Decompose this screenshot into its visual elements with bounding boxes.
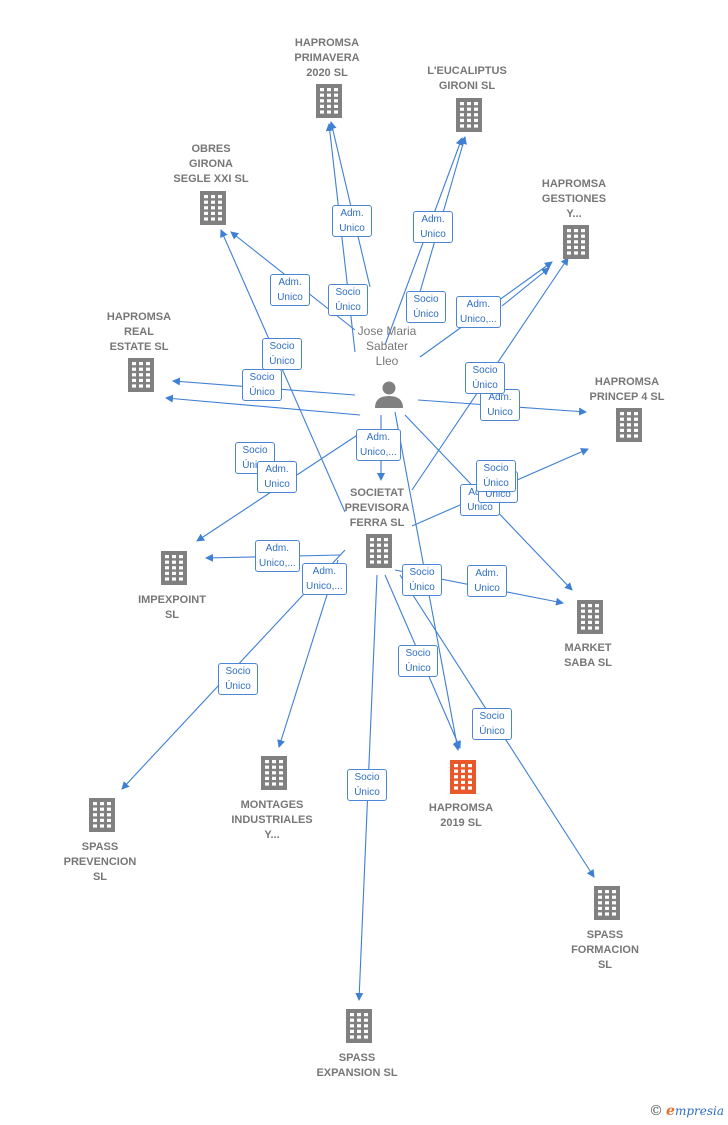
building-icon	[200, 191, 226, 225]
building-icon	[456, 98, 482, 132]
person-name[interactable]: Jose Maria Sabater Lleo	[357, 324, 417, 368]
icons-layer	[89, 84, 642, 1043]
company-label-previsora[interactable]: SOCIETAT PREVISORA FERRA SL	[344, 487, 410, 529]
building-icon	[577, 600, 603, 634]
building-icon	[261, 756, 287, 790]
relation-label[interactable]: Adm. Unico	[332, 205, 372, 237]
relation-label[interactable]: Socio Único	[328, 284, 368, 316]
edge-line	[328, 121, 371, 288]
company-label-market[interactable]: MARKET SABA SL	[564, 642, 612, 669]
edge-line	[220, 229, 346, 513]
relation-label[interactable]: Socio Único	[347, 769, 387, 801]
building-icon	[616, 408, 642, 442]
relation-label[interactable]: Adm. Unico,...	[255, 540, 300, 572]
building-icon	[161, 551, 187, 585]
relation-label[interactable]: Adm. Unico,...	[356, 429, 401, 461]
relation-label[interactable]: Adm. Unico,...	[302, 563, 347, 595]
relation-label[interactable]: Adm. Unico,...	[456, 296, 501, 328]
relation-label[interactable]: Adm. Unico	[467, 565, 507, 597]
company-label-hapromsa2019[interactable]: HAPROMSA 2019 SL	[428, 802, 494, 829]
building-icon	[450, 760, 476, 794]
relation-label[interactable]: Socio Único	[218, 663, 258, 695]
relation-label[interactable]: Adm. Unico	[270, 274, 310, 306]
edge-line	[325, 123, 356, 353]
company-label-primavera[interactable]: HAPROMSA PRIMAVERA 2020 SL	[294, 37, 360, 79]
relation-label[interactable]: Adm. Unico	[413, 211, 453, 243]
company-label-princep[interactable]: HAPROMSA PRINCEP 4 SL	[589, 376, 665, 403]
building-icon	[89, 798, 115, 832]
relation-label[interactable]: Socio Único	[242, 369, 282, 401]
relation-label[interactable]: Socio Único	[235, 442, 275, 474]
company-label-eucaliptus[interactable]: L'EUCALIPTUS GIRONI SL	[427, 65, 507, 92]
relation-label[interactable]: Socio Único	[262, 338, 302, 370]
relation-label[interactable]: Socio Único	[465, 362, 505, 394]
company-label-obres[interactable]: OBRES GIRONA SEGLE XXI SL	[173, 143, 249, 185]
company-label-real[interactable]: HAPROMSA REAL ESTATE SL	[106, 311, 172, 353]
company-label-prevencion[interactable]: SPASS PREVENCION SL	[63, 841, 137, 883]
company-label-montages[interactable]: MONTAGES INDUSTRIALES Y...	[231, 799, 313, 841]
edges-layer	[121, 121, 595, 1001]
brand-footer: ©empresia	[649, 1103, 724, 1119]
relation-label[interactable]: Socio Único	[402, 564, 442, 596]
relation-label[interactable]: Socio Único	[398, 645, 438, 677]
relation-label[interactable]: Adm. Unico	[257, 461, 297, 493]
brand-name: mpresia	[674, 1104, 724, 1118]
copyright-icon: ©	[649, 1103, 664, 1119]
brand-initial: e	[666, 1103, 675, 1119]
building-icon	[128, 358, 154, 392]
building-icon	[563, 225, 589, 259]
relation-label[interactable]: Socio Único	[472, 708, 512, 740]
company-label-gestiones[interactable]: HAPROMSA GESTIONES Y...	[541, 178, 607, 220]
building-icon	[366, 534, 392, 568]
company-label-impexpoint[interactable]: IMPEXPOINT SL	[138, 594, 206, 621]
relation-label[interactable]: Socio Único	[406, 291, 446, 323]
edge-line	[501, 267, 550, 307]
company-label-expansion[interactable]: SPASS EXPANSION SL	[316, 1052, 398, 1079]
relation-label[interactable]: Socio Único	[476, 460, 516, 492]
building-icon	[316, 84, 342, 118]
company-label-formacion[interactable]: SPASS FORMACION SL	[571, 929, 639, 971]
relation-label[interactable]: Adm. Unico	[480, 389, 520, 421]
edge-line	[165, 394, 361, 416]
person-icon	[375, 381, 403, 408]
building-icon	[594, 886, 620, 920]
building-icon	[346, 1009, 372, 1043]
